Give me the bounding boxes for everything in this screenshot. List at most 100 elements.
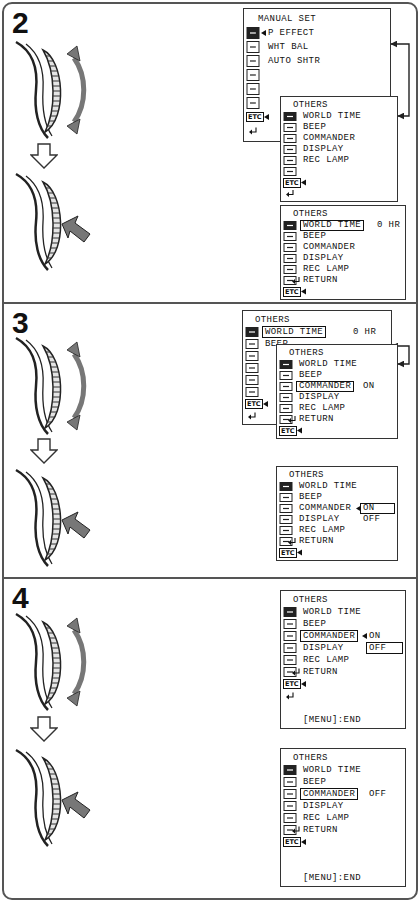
etc-icon: ETC [283, 178, 301, 188]
menu-icon [283, 419, 289, 420]
menu-item: WORLD TIME [303, 764, 361, 776]
menu-title: MANUAL SET [258, 12, 316, 26]
step-panel: 4OTHERSWORLD TIMEBEEPCOMMANDERONDISPLAYO… [2, 577, 418, 900]
menu-icon [247, 56, 259, 67]
menu-icon [287, 247, 293, 248]
menu-icon [283, 497, 289, 498]
step-number: 3 [12, 306, 29, 340]
menu-item: BEEP [303, 231, 326, 242]
menu-item: REC LAMP [299, 525, 345, 536]
menu-item: BEEP [303, 776, 326, 788]
return-glyph [286, 695, 289, 700]
menu-icon [283, 408, 289, 409]
menu-item: ON [369, 630, 381, 642]
dial-press [16, 470, 90, 566]
menu-item: RETURN [299, 536, 334, 547]
menu-icon [287, 258, 293, 259]
menu-screen: OTHERSWORLD TIMEBEEPCOMMANDERDISPLAYREC … [280, 96, 398, 202]
menu-icon [283, 530, 289, 531]
menu-icon [284, 255, 296, 263]
dial-turn [16, 338, 84, 434]
menu-icon [287, 611, 293, 612]
return-glyph [288, 540, 291, 545]
etc-icon: ETC [279, 548, 297, 558]
pointer-triangle [301, 839, 306, 845]
menu-title: OTHERS [293, 209, 328, 220]
menu-icon [284, 266, 296, 274]
dial-press [16, 174, 90, 270]
menu-icon [287, 635, 293, 636]
menu-icon [247, 42, 259, 53]
menu-icon [287, 623, 293, 624]
menu-title: OTHERS [293, 752, 328, 764]
menu-icon [284, 766, 296, 775]
menu-item: WORLD TIME [262, 326, 326, 338]
menu-icon [284, 826, 296, 835]
menu-icon [284, 632, 296, 641]
menu-icon [287, 127, 293, 128]
menu-item: BEEP [303, 618, 326, 630]
menu-icon [284, 608, 296, 617]
etc-icon: ETC [283, 679, 301, 689]
menu-icon [280, 383, 292, 391]
menu-icon [280, 416, 292, 424]
down-arrow [31, 144, 57, 168]
menu-icon [280, 483, 292, 491]
menu-item: COMMANDER [300, 630, 358, 642]
menu-item: DISPLAY [303, 642, 344, 654]
menu-icon [287, 171, 293, 172]
menu-icon [283, 508, 289, 509]
menu-icon [287, 659, 293, 660]
menu-icon [246, 364, 258, 373]
menu-icon [247, 84, 259, 95]
menu-icon [249, 343, 255, 344]
menu-item: WORLD TIME [300, 220, 364, 231]
menu-item: AUTO SHTR [268, 54, 320, 68]
menu-item: RETURN [303, 275, 338, 286]
menu-icon [287, 769, 293, 770]
dial-turn [16, 42, 84, 138]
menu-icon [246, 376, 258, 385]
menu-icon [284, 620, 296, 629]
menu-icon [247, 98, 259, 109]
menu-icon [284, 113, 296, 121]
menu-icon [283, 519, 289, 520]
menu-icon [284, 222, 296, 230]
menu-item: ON [360, 503, 395, 514]
menu-icon [250, 102, 256, 103]
menu-icon [283, 486, 289, 487]
menu-icon [284, 802, 296, 811]
menu-item: WORLD TIME [303, 606, 361, 618]
menu-item: [MENU]:END [303, 872, 361, 884]
return-glyph [292, 829, 295, 834]
menu-item: COMMANDER [300, 788, 358, 800]
menu-icon [287, 138, 293, 139]
menu-icon [249, 379, 255, 380]
pointer-triangle [297, 550, 302, 556]
menu-item: WORLD TIME [303, 111, 361, 122]
menu-icon [246, 352, 258, 361]
menu-icon [283, 397, 289, 398]
menu-item: RETURN [299, 414, 334, 425]
menu-screen: OTHERSWORLD TIME0 HRBEEPCOMMANDERDISPLAY… [280, 205, 406, 300]
menu-icon [284, 244, 296, 252]
step-panel: 2MANUAL SETP EFFECTWHT BALAUTO SHTRETCOT… [2, 2, 418, 304]
menu-icon [283, 375, 289, 376]
return-glyph [292, 279, 295, 284]
menu-icon [250, 74, 256, 75]
menu-item: BEEP [303, 122, 326, 133]
dial-turn [16, 614, 84, 710]
menu-icon [284, 233, 296, 241]
down-arrow [31, 717, 57, 741]
return-glyph [286, 192, 289, 197]
menu-icon [287, 236, 293, 237]
return-glyph [292, 671, 295, 676]
menu-screen: OTHERSWORLD TIMEBEEPCOMMANDERONDISPLAYRE… [276, 344, 398, 439]
pointer-triangle [263, 401, 268, 407]
menu-icon [284, 124, 296, 132]
menu-screen: OTHERSWORLD TIMEBEEPCOMMANDEROFFDISPLAYR… [280, 748, 406, 887]
etc-icon: ETC [279, 426, 297, 436]
menu-icon [287, 116, 293, 117]
menu-icon [287, 817, 293, 818]
menu-item: RETURN [303, 824, 338, 836]
